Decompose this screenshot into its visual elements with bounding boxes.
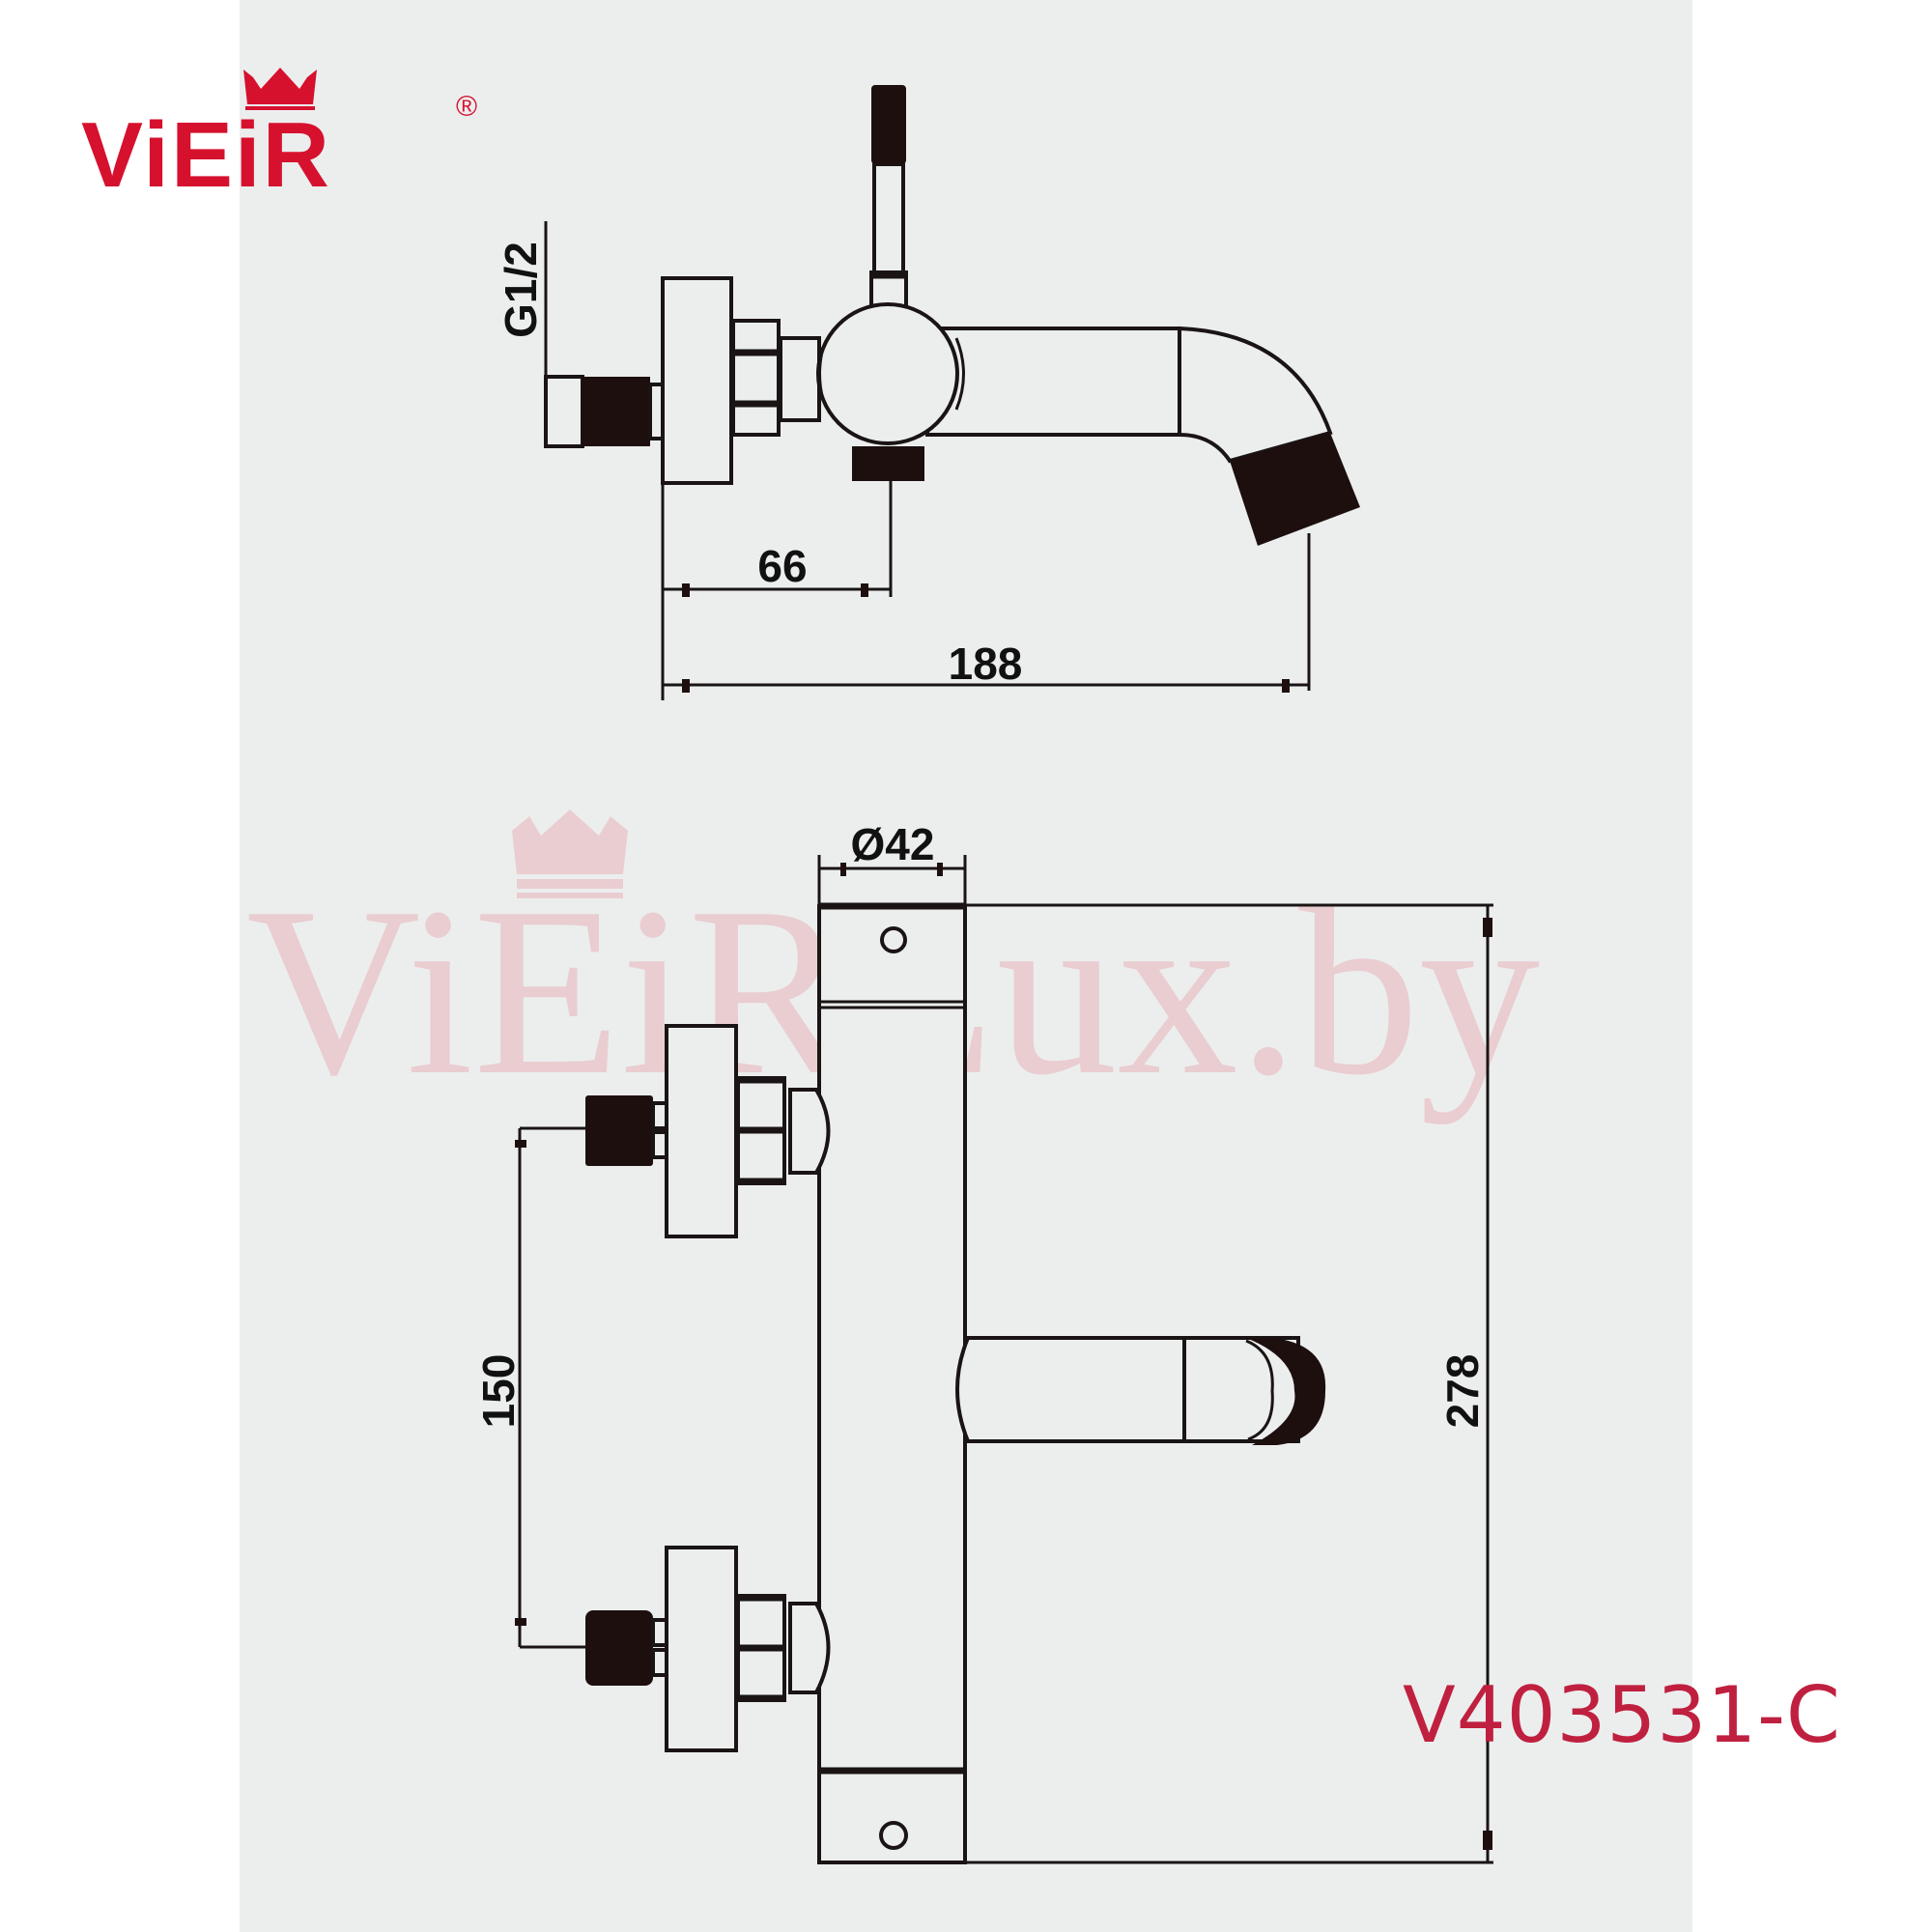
body-detail xyxy=(954,337,965,411)
dimension-278: 278 xyxy=(965,903,1493,1864)
side-nut xyxy=(731,319,781,437)
dimension-188: 188 xyxy=(663,533,1311,693)
side-wall-flange xyxy=(661,276,733,485)
dimension-diameter-label: Ø42 xyxy=(851,819,935,869)
registered-mark: ® xyxy=(456,91,477,123)
dimension-150: 150 xyxy=(473,1126,585,1649)
dimension-188-label: 188 xyxy=(949,639,1023,689)
body-detail xyxy=(818,347,825,401)
dimension-150-label: 150 xyxy=(473,1354,524,1429)
brand-logo: ViEiR ® xyxy=(81,68,477,207)
front-lower-inlet xyxy=(585,1546,831,1752)
side-view: G1/2 xyxy=(496,85,1360,700)
side-spout xyxy=(925,326,1360,546)
dimension-diameter: Ø42 xyxy=(817,819,967,906)
front-mixer-body xyxy=(817,904,967,1864)
top-cap-screw-icon xyxy=(880,926,907,953)
front-upper-inlet xyxy=(585,1024,831,1238)
crown-icon xyxy=(243,68,317,110)
dimension-66: 66 xyxy=(661,481,893,700)
model-number: V403531-C xyxy=(1403,1670,1841,1760)
mixer-body-circle xyxy=(816,302,959,445)
front-view: Ø42 xyxy=(473,819,1493,1864)
side-inlet xyxy=(544,375,665,448)
lever-handle xyxy=(869,85,908,313)
front-spout xyxy=(955,1336,1326,1445)
bottom-cap-screw-icon xyxy=(879,1821,908,1850)
dimension-66-label: 66 xyxy=(757,541,807,591)
side-connector xyxy=(779,336,821,422)
thread-label: G1/2 xyxy=(496,242,546,338)
logo-text: ViEiR xyxy=(81,103,331,207)
diverter-knob xyxy=(852,446,924,481)
dimension-278-label: 278 xyxy=(1437,1354,1488,1429)
watermark-crown-icon xyxy=(512,810,628,898)
